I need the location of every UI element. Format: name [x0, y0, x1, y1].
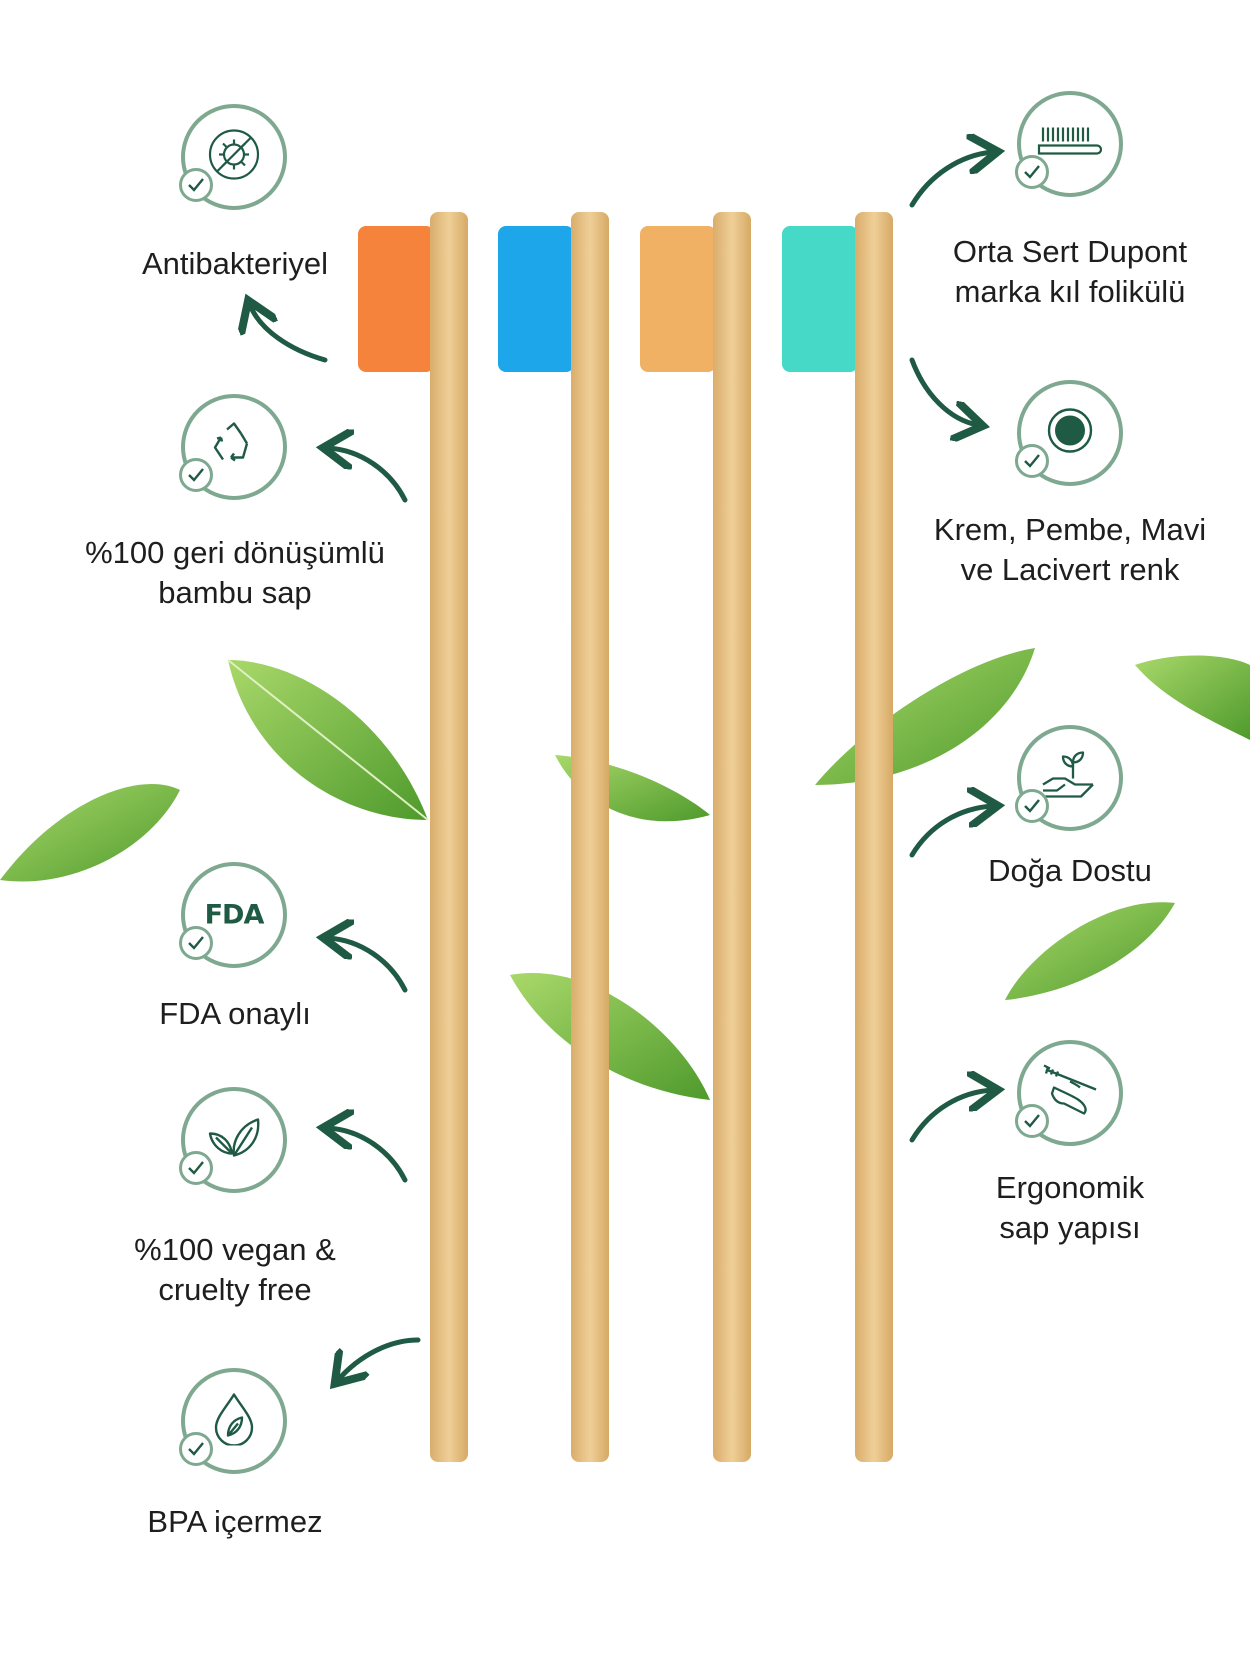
- check-icon: [1015, 789, 1049, 823]
- drop-leaf-icon: [212, 1392, 256, 1451]
- arrow: [338, 1337, 421, 1380]
- toothbrush: [640, 212, 751, 1462]
- feature-badge: FDA: [179, 862, 287, 968]
- feature-label: %100 vegan & cruelty free: [134, 1232, 336, 1307]
- feature-label: Doğa Dostu: [988, 853, 1152, 888]
- arrow: [909, 806, 993, 858]
- toothbrush: [498, 212, 609, 1462]
- leaf-decoration: [815, 648, 1035, 785]
- check-icon: [179, 1151, 213, 1185]
- feature-label: Krem, Pembe, Mavi ve Lacivert renk: [933, 512, 1207, 587]
- toothbrush: [782, 212, 893, 1462]
- hand-toothbrush-icon: [1040, 1064, 1100, 1123]
- arrow: [909, 152, 993, 208]
- feature-label: FDA onaylı: [159, 996, 311, 1031]
- feature-badge: [179, 104, 287, 210]
- arrow: [909, 1090, 993, 1143]
- check-icon: [1015, 155, 1049, 189]
- toothbrush-bristles-icon: [1037, 124, 1103, 165]
- leaves-icon: [206, 1116, 262, 1165]
- leaf-decoration: [1135, 655, 1250, 740]
- arrow: [909, 357, 978, 425]
- color-dot-icon: [1046, 407, 1094, 460]
- feature-badge: [1015, 380, 1123, 486]
- recycle-icon: [209, 420, 259, 475]
- toothbrush: [358, 212, 468, 1462]
- arrow: [250, 305, 328, 363]
- virus-crossed-icon: [207, 128, 261, 187]
- check-icon: [179, 458, 213, 492]
- feature-label: Ergonomik sap yapısı: [995, 1170, 1145, 1245]
- check-icon: [1015, 444, 1049, 478]
- feature-badge: [1015, 91, 1123, 197]
- hand-sprout-icon: [1041, 751, 1099, 806]
- feature-label: %100 geri dönüşümlü bambu sap: [85, 535, 385, 610]
- leaf-decoration: [1005, 902, 1175, 1000]
- arrow: [328, 448, 408, 503]
- feature-badge: [179, 1368, 287, 1474]
- fda-icon: FDA: [204, 899, 265, 931]
- arrow: [328, 938, 408, 993]
- leaf-decoration: [510, 972, 710, 1100]
- feature-badge: [179, 1087, 287, 1193]
- feature-badge: [1015, 1040, 1123, 1146]
- feature-label: Orta Sert Dupont marka kıl folikülü: [952, 234, 1188, 309]
- feature-label: BPA içermez: [147, 1504, 323, 1539]
- feature-badge: [1015, 725, 1123, 831]
- arrow: [328, 1128, 408, 1183]
- leaf-decoration: [0, 784, 180, 882]
- check-icon: [1015, 1104, 1049, 1138]
- check-icon: [179, 1432, 213, 1466]
- feature-badge: [179, 394, 287, 500]
- feature-label: Antibakteriyel: [141, 246, 329, 281]
- check-icon: [179, 168, 213, 202]
- check-icon: [179, 926, 213, 960]
- leaf-decoration: [227, 659, 429, 821]
